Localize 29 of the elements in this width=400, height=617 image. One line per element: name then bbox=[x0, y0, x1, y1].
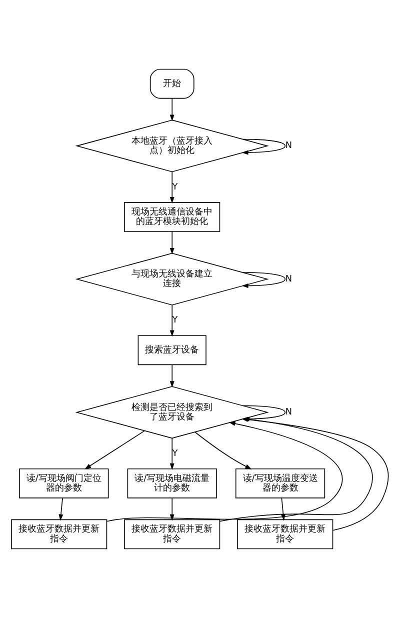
edge-label: Y bbox=[172, 448, 178, 458]
node-box: 接收蓝牙数据并更新指令 bbox=[124, 518, 220, 549]
arrow bbox=[170, 304, 174, 336]
node-box: 接收蓝牙数据并更新指令 bbox=[11, 518, 108, 549]
node-box: 读/写现场阀门定位器的参数 bbox=[19, 468, 109, 498]
arrow bbox=[242, 138, 286, 154]
arrow bbox=[84, 430, 145, 469]
arrow bbox=[170, 230, 174, 254]
edge-label: N bbox=[285, 407, 292, 418]
node-box: 读/写现场电磁流量计的参数 bbox=[127, 468, 217, 498]
node-box: 读/写现场温度变送器的参数 bbox=[235, 468, 326, 498]
node-box: 搜索蓝牙设备 bbox=[138, 334, 206, 365]
node-box: 现场无线通信设备中的蓝牙模块初始化 bbox=[124, 202, 220, 232]
arrow bbox=[242, 272, 286, 288]
node-diamond: 本地蓝牙（蓝牙接入点）初始化 bbox=[75, 119, 269, 172]
arrow bbox=[170, 364, 174, 388]
edge-label: Y bbox=[172, 182, 178, 192]
arrow bbox=[194, 431, 252, 469]
node-diamond: 与现场无线设备建立连接 bbox=[75, 252, 269, 305]
edge-label: Y bbox=[172, 315, 178, 326]
arrow bbox=[170, 437, 174, 470]
node-diamond: 检测是否已经搜索到了蓝牙设备 bbox=[75, 386, 269, 438]
arrow bbox=[170, 97, 174, 121]
node-box: 开始 bbox=[150, 68, 194, 98]
edge-label: N bbox=[285, 140, 292, 151]
arrow bbox=[170, 170, 174, 203]
edge-label: N bbox=[285, 274, 292, 284]
arrow bbox=[58, 497, 64, 520]
node-box: 接收蓝牙数据并更新指令 bbox=[237, 518, 334, 549]
